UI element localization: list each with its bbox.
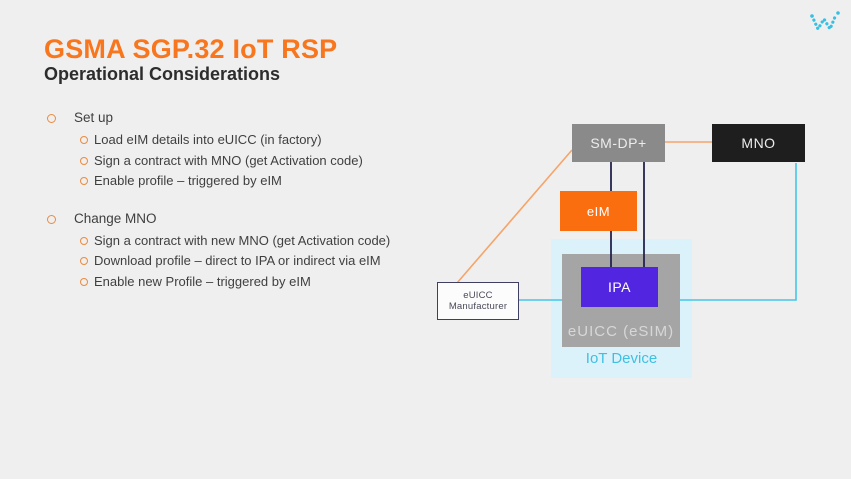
euicc-manufacturer-box: eUICC Manufacturer (437, 282, 519, 320)
bullet-item: Enable profile – triggered by eIM (80, 173, 402, 189)
euicc-manufacturer-line1: eUICC (463, 289, 493, 301)
bullet-item-text: Sign a contract with new MNO (get Activa… (94, 232, 391, 248)
slide-subtitle: Operational Considerations (44, 64, 281, 84)
bullet-group-text: Set up (74, 110, 114, 125)
sm-dp-plus-box: SM-DP+ (572, 124, 665, 162)
bullet-circle-icon (80, 156, 88, 165)
bullet-item-text: Download profile – direct to IPA or indi… (94, 253, 381, 268)
bullet-circle-icon (80, 177, 88, 185)
bullet-item: Sign a contract with MNO (get Activation… (80, 153, 402, 169)
bullet-circle-icon (47, 214, 56, 224)
eim-box: eIM (560, 191, 637, 231)
bullet-item: Download profile – direct to IPA or indi… (80, 253, 402, 269)
bullet-list: Set up Load eIM details into eUICC (in f… (44, 110, 424, 311)
euicc-esim-label: eUICC (eSIM) (567, 323, 675, 340)
iot-device-label: IoT Device (585, 350, 658, 367)
bullet-circle-icon (80, 257, 88, 265)
bullet-circle-icon (47, 114, 56, 123)
ipa-box: IPA (581, 267, 658, 307)
slide-title: GSMA SGP.32 IoT RSP (44, 34, 338, 64)
bullet-circle-icon (80, 136, 88, 144)
bullet-group-setup: Set up Load eIM details into eUICC (in f… (44, 110, 424, 189)
mno-box: MNO (712, 124, 805, 162)
bullet-circle-icon (80, 277, 88, 286)
bullet-item: Sign a contract with new MNO (get Activa… (80, 233, 402, 249)
bullet-group-change-mno: Change MNO Sign a contract with new MNO … (44, 211, 424, 290)
bullet-group-label: Change MNO (44, 211, 424, 226)
bullet-circle-icon (80, 236, 88, 245)
bullet-item: Load eIM details into eUICC (in factory) (80, 132, 402, 148)
bullet-item-text: Sign a contract with MNO (get Activation… (94, 152, 363, 168)
bullet-item-text: Load eIM details into eUICC (in factory) (94, 132, 322, 147)
w-dotted-logo-icon (810, 11, 840, 31)
bullet-item: Enable new Profile – triggered by eIM (80, 274, 402, 290)
bullet-group-text: Change MNO (74, 210, 157, 226)
bullet-group-label: Set up (44, 110, 424, 125)
euicc-manufacturer-line2: Manufacturer (448, 301, 508, 312)
bullet-item-text: Enable new Profile – triggered by eIM (94, 273, 311, 289)
bullet-item-text: Enable profile – triggered by eIM (94, 173, 282, 188)
